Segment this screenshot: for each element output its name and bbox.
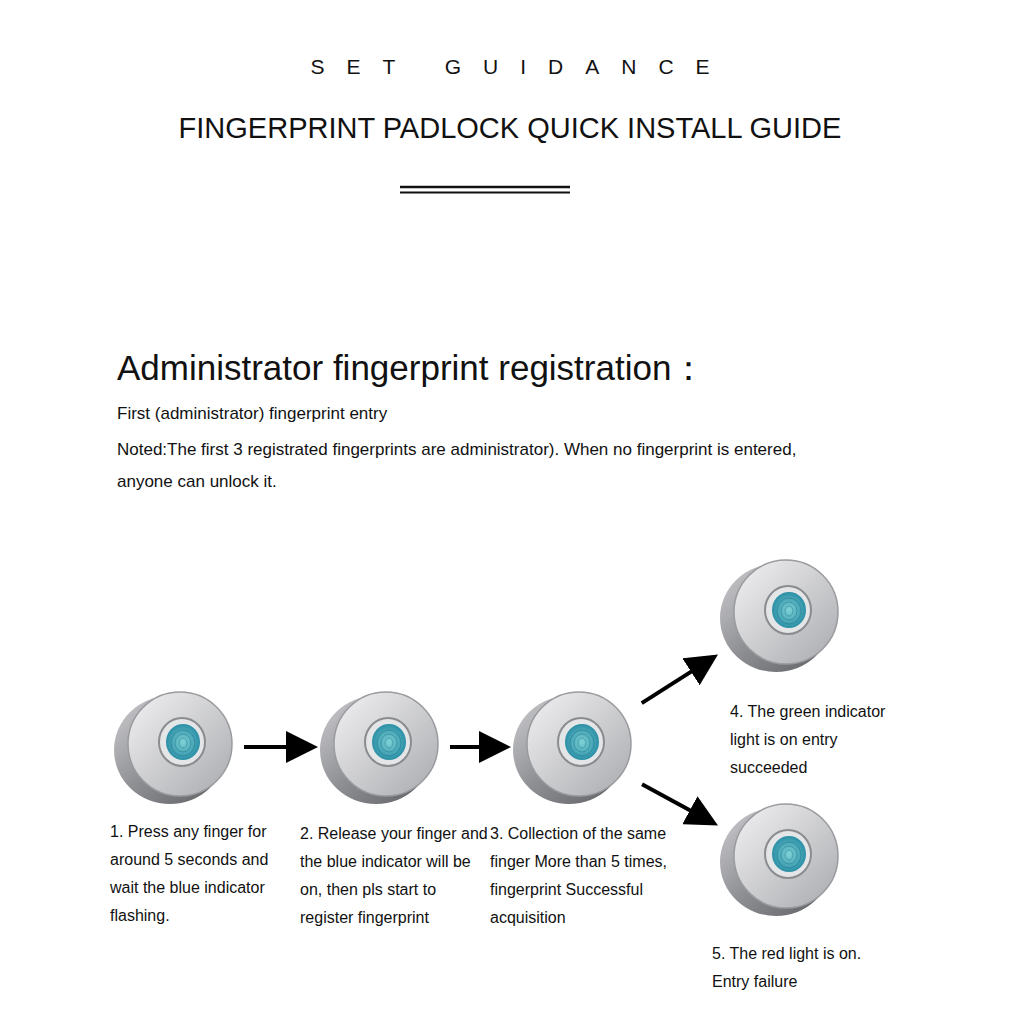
fingerprint-step: 1. Press any finger for around 5 seconds… — [112, 688, 236, 806]
flow-arrow — [244, 745, 310, 749]
padlock-icon — [511, 688, 635, 806]
fingerprint-step: 3. Collection of the same finger More th… — [511, 688, 635, 806]
flow-arrow — [642, 659, 712, 703]
note-text: First (administrator) fingerprint entry — [117, 404, 917, 424]
padlock-icon — [318, 688, 442, 806]
step-caption: 1. Press any finger for around 5 seconds… — [110, 818, 285, 930]
fingerprint-step: 5. The red light is on. Entry failure — [718, 800, 842, 918]
title-rule — [400, 186, 570, 189]
step-caption: 3. Collection of the same finger More th… — [490, 820, 685, 932]
flow-arrow — [642, 784, 711, 821]
padlock-icon — [112, 688, 236, 806]
section-heading: Administrator fingerprint registration： — [117, 345, 917, 392]
padlock-icon — [718, 556, 842, 674]
section-kicker: SET GUIDANCE — [0, 55, 1020, 79]
step-caption: 2. Release your finger and the blue indi… — [300, 820, 490, 932]
padlock-icon — [718, 800, 842, 918]
note-text: Noted:The first 3 registrated fingerprin… — [117, 434, 817, 498]
diagram-title: FINGERPRINT PADLOCK QUICK INSTALL GUIDE — [0, 112, 1020, 145]
flow-arrow — [450, 745, 503, 749]
title-rule — [400, 192, 570, 194]
fingerprint-step: 2. Release your finger and the blue indi… — [318, 688, 442, 806]
fingerprint-step: 4. The green indicator light is on entry… — [718, 556, 842, 674]
step-caption: 5. The red light is on. Entry failure — [712, 940, 887, 996]
step-caption: 4. The green indicator light is on entry… — [730, 698, 890, 782]
